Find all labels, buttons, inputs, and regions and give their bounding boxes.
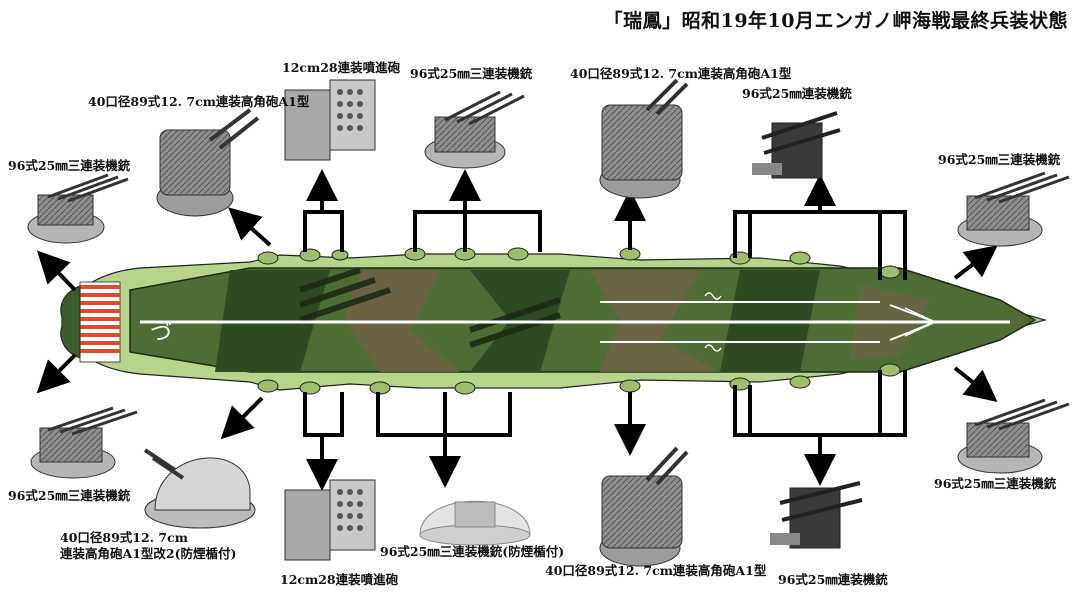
label-top-rocket: 12cm28連装噴進砲 [282, 60, 401, 75]
shielded-ha-gun-illustration [143, 448, 256, 529]
triple-aa-illustration [27, 173, 129, 244]
rocket-launcher-illustration [284, 479, 376, 561]
label-bottom-right-aa: 96式25㎜三連装機銃 [934, 476, 1057, 491]
triple-aa-illustration [957, 171, 1070, 247]
twin-aa-illustration [770, 481, 863, 549]
label-bottom-hagun-left-2: 連装高角砲A1型改2(防煙楯付) [60, 546, 237, 561]
twin-ha-gun-illustration [599, 446, 689, 567]
triple-aa-illustration [424, 90, 525, 169]
label-top-left-aa: 96式25㎜三連装機銃 [8, 158, 131, 173]
twin-ha-gun-illustration [599, 78, 689, 199]
triple-aa-illustration [957, 398, 1070, 474]
triple-aa-illustration [30, 406, 138, 479]
label-top-twin-aa: 96式25㎜連装機銃 [742, 86, 852, 101]
label-top-center-aa: 96式25㎜三連装機銃 [410, 66, 533, 81]
shielded-triple-aa-illustration [419, 500, 531, 546]
ship-hull [60, 247, 1048, 395]
label-top-hagun-left: 40口径89式12. 7cm連装高角砲A1型 [88, 94, 310, 109]
stern-stripes [79, 281, 121, 363]
deck-stripes [299, 267, 561, 348]
deck-marking: づ [150, 321, 172, 346]
label-bottom-center-aa: 96式25㎜三連装機銃(防煙楯付) [380, 544, 565, 559]
label-top-right-aa: 96式25㎜三連装機銃 [938, 152, 1061, 167]
twin-ha-gun-illustration [156, 108, 260, 217]
label-bottom-hagun-right: 40口径89式12. 7cm連装高角砲A1型 [545, 563, 767, 578]
label-bottom-hagun-left-1: 40口径89式12. 7cm [60, 530, 188, 545]
callout-arrows [36, 169, 998, 491]
label-bottom-left-aa: 96式25㎜三連装機銃 [8, 488, 131, 503]
label-bottom-rocket: 12cm28連装噴進砲 [280, 572, 399, 587]
twin-aa-illustration [752, 111, 841, 179]
diagram-title: 「瑞鳳」昭和19年10月エンガノ岬海戦最終兵装状態 [603, 10, 1068, 32]
rocket-launcher-illustration [284, 79, 376, 161]
label-bottom-twin-aa: 96式25㎜連装機銃 [778, 572, 888, 587]
label-top-hagun-right: 40口径89式12. 7cm連装高角砲A1型 [570, 66, 792, 81]
